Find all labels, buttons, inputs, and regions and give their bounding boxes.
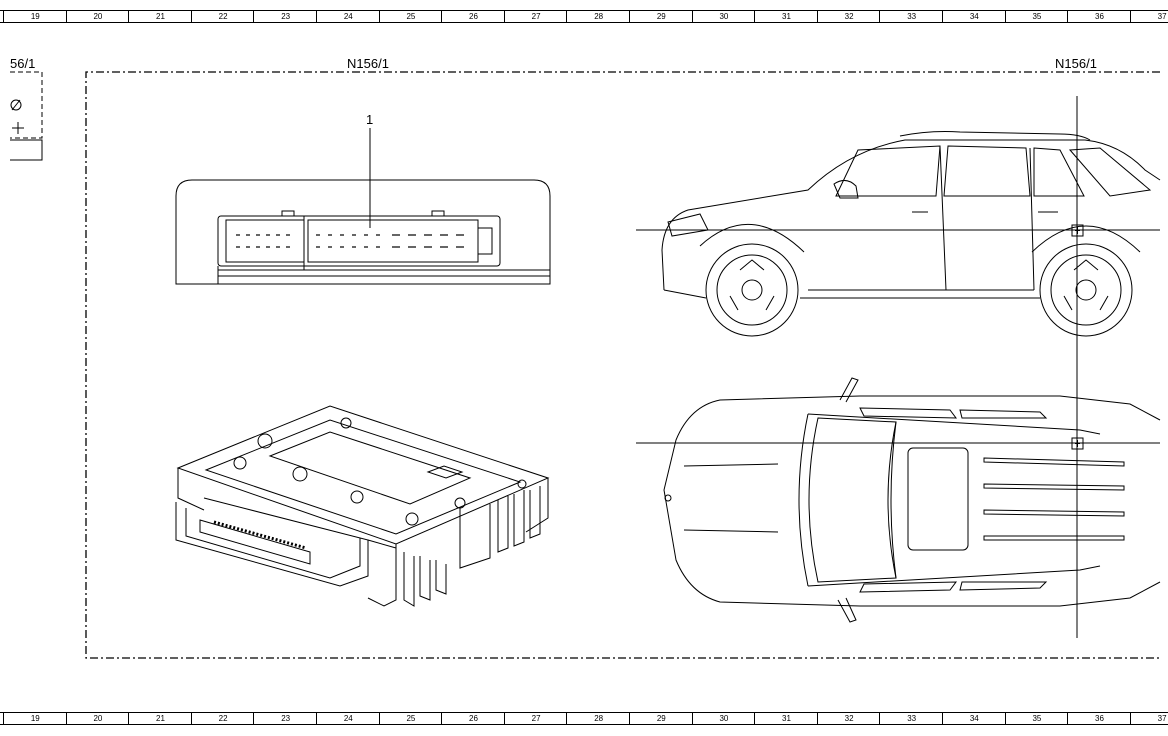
ruler-column-37: 37 bbox=[1129, 712, 1168, 725]
ruler-column-35: 35 bbox=[1004, 10, 1069, 23]
component-boundary-dashed bbox=[85, 71, 1160, 659]
ruler-column-31: 31 bbox=[754, 712, 818, 725]
ruler-column-32: 32 bbox=[816, 10, 881, 23]
callout-number-1: 1 bbox=[366, 112, 374, 127]
ruler-top-border bbox=[0, 10, 1168, 11]
ruler-column-26: 26 bbox=[441, 10, 505, 23]
ruler-column-27: 27 bbox=[503, 10, 568, 23]
ruler-column-22: 22 bbox=[190, 712, 255, 725]
ruler-bottom-border bbox=[0, 22, 1168, 23]
ruler-column-24: 24 bbox=[316, 10, 380, 23]
ruler-column-21: 21 bbox=[128, 10, 192, 23]
ruler-column-37: 37 bbox=[1129, 10, 1168, 23]
ruler-column-29: 29 bbox=[629, 712, 693, 725]
ruler-column-34: 34 bbox=[942, 712, 1006, 725]
ruler-column-19: 19 bbox=[3, 712, 67, 725]
ruler-column-29: 29 bbox=[629, 10, 693, 23]
component-label-center: N156/1 bbox=[347, 56, 389, 71]
ruler-column-30: 30 bbox=[691, 712, 756, 725]
ruler-column-33: 33 bbox=[879, 10, 943, 23]
ruler-column-36: 36 bbox=[1067, 10, 1131, 23]
ruler-bottom-border bbox=[0, 724, 1168, 725]
ruler-column-28: 28 bbox=[566, 10, 630, 23]
ruler-column-35: 35 bbox=[1004, 712, 1069, 725]
ruler-column-36: 36 bbox=[1067, 712, 1131, 725]
ruler-column-26: 26 bbox=[441, 712, 505, 725]
left-component-label: 56/1 bbox=[10, 56, 36, 71]
left-partial-component-box bbox=[10, 71, 43, 161]
ruler-column-25: 25 bbox=[378, 712, 443, 725]
control-unit-front-view bbox=[175, 179, 551, 285]
ruler-column-25: 25 bbox=[378, 10, 443, 23]
ruler-column-20: 20 bbox=[65, 712, 130, 725]
ruler-column-31: 31 bbox=[754, 10, 818, 23]
ruler-column-24: 24 bbox=[316, 712, 380, 725]
ruler-column-21: 21 bbox=[128, 712, 192, 725]
vehicle-top-view bbox=[636, 377, 1161, 623]
ruler-column-20: 20 bbox=[65, 10, 130, 23]
ruler-column-27: 27 bbox=[503, 712, 568, 725]
ruler-column-34: 34 bbox=[942, 10, 1006, 23]
ruler-column-32: 32 bbox=[816, 712, 881, 725]
ruler-column-28: 28 bbox=[566, 712, 630, 725]
ruler-top-border bbox=[0, 712, 1168, 713]
ruler-column-19: 19 bbox=[3, 10, 67, 23]
ruler-column-23: 23 bbox=[253, 712, 317, 725]
ruler-column-23: 23 bbox=[253, 10, 317, 23]
ruler-column-22: 22 bbox=[190, 10, 255, 23]
vehicle-side-view bbox=[636, 131, 1161, 337]
ruler-column-33: 33 bbox=[879, 712, 943, 725]
component-label-right: N156/1 bbox=[1055, 56, 1097, 71]
ruler-column-30: 30 bbox=[691, 10, 756, 23]
control-unit-isometric-view bbox=[175, 405, 550, 607]
